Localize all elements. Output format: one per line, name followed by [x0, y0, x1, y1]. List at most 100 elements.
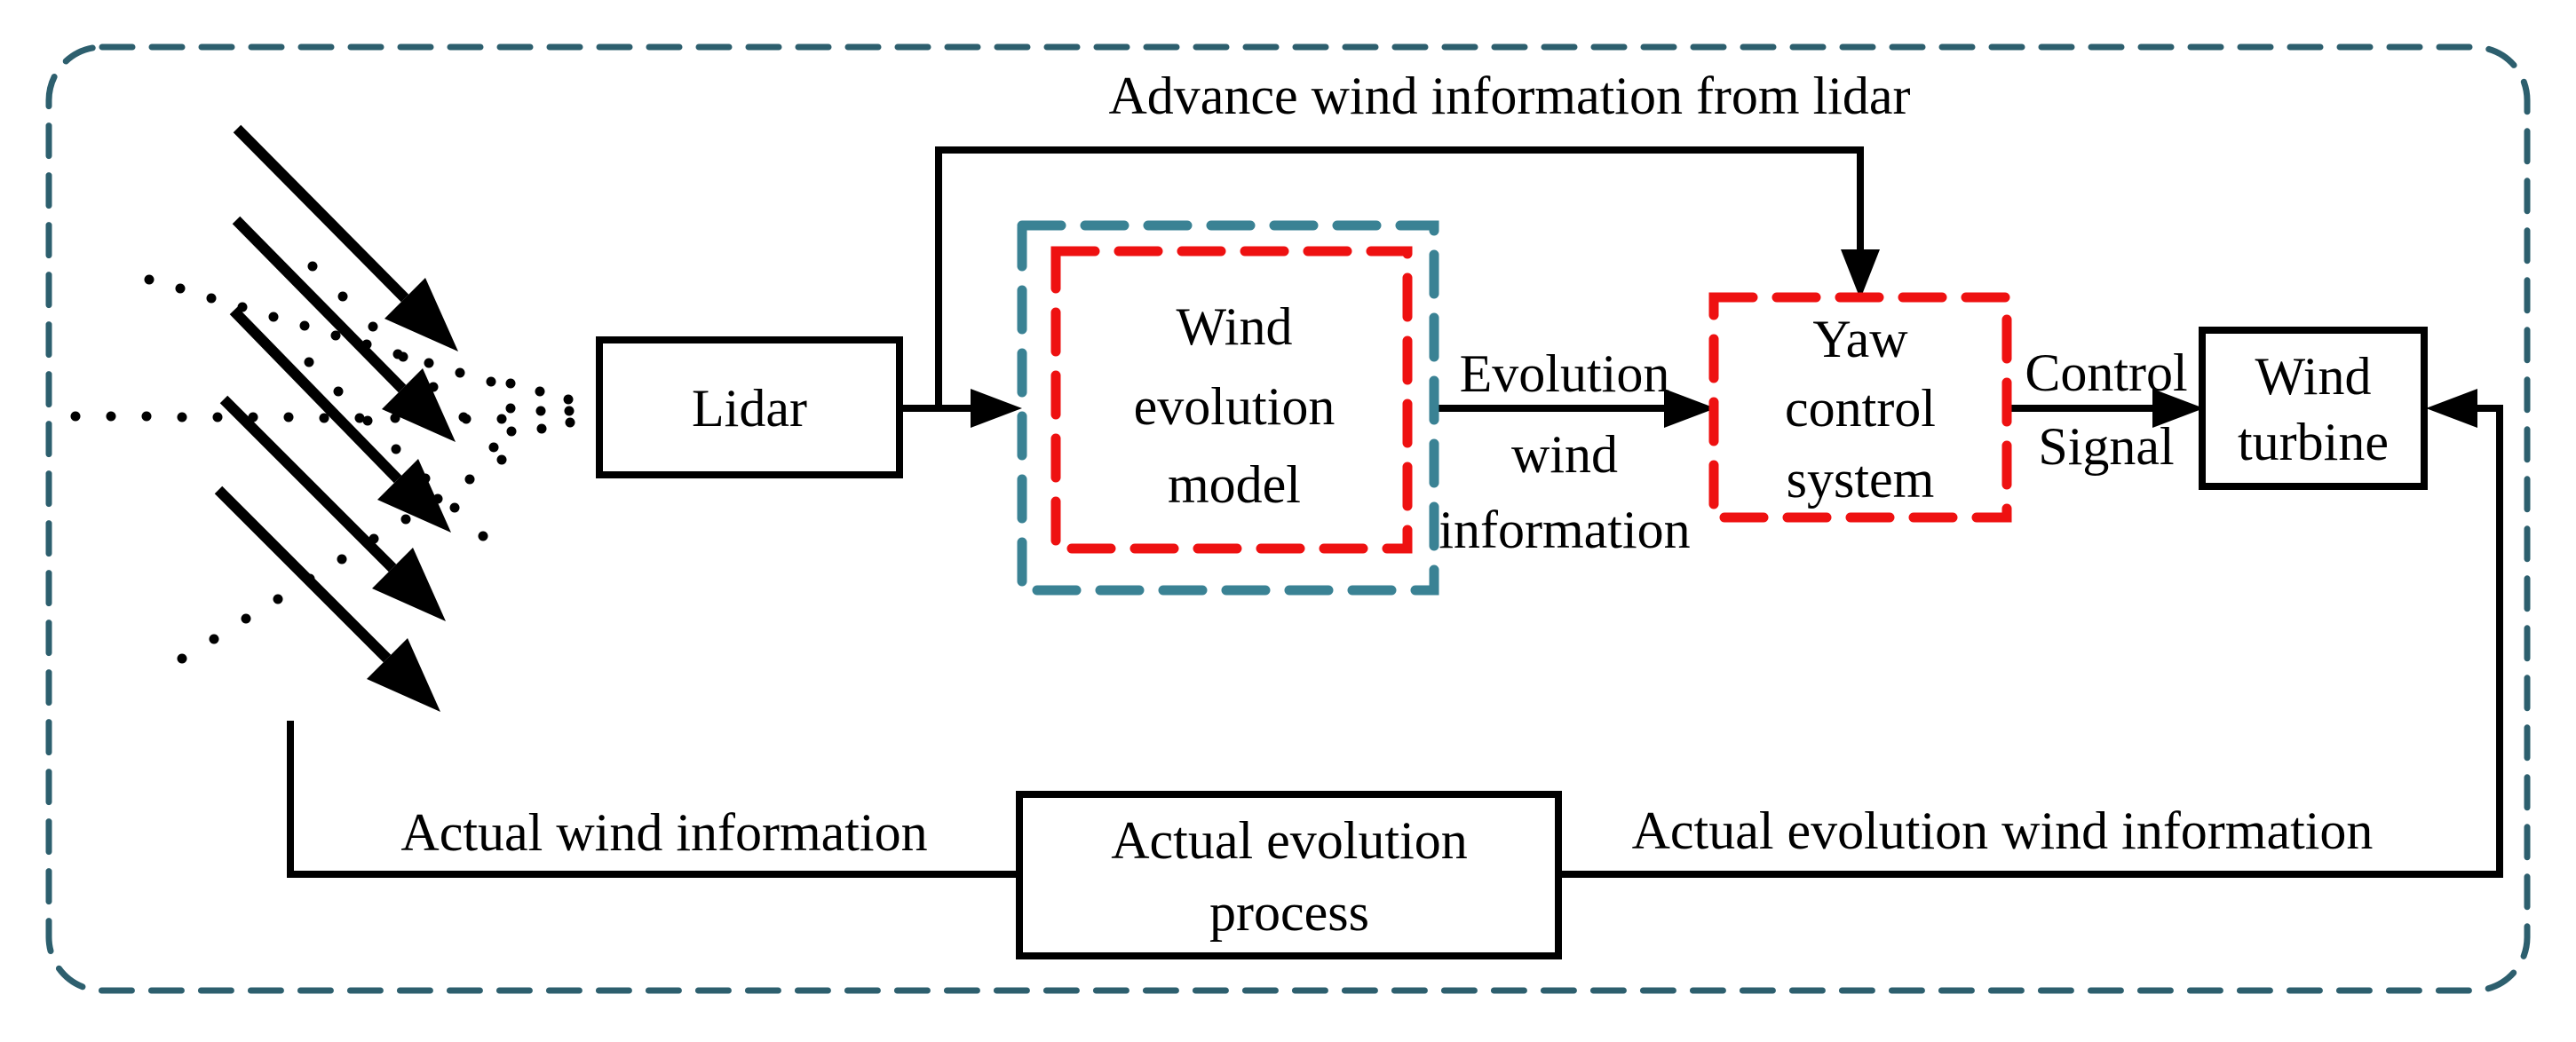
beam-dot	[563, 394, 574, 405]
wind-turbine-label-line1: Wind	[2255, 347, 2372, 406]
wind-evolution-model-label-line2: evolution	[1134, 377, 1336, 436]
beam-dot	[175, 283, 186, 294]
beam-dot	[536, 423, 547, 434]
beam-dot	[319, 413, 329, 423]
feedback-right-line	[1558, 405, 2503, 878]
beam-dot	[307, 261, 318, 272]
beam-dot	[478, 531, 488, 541]
wind-field-dots-upper	[307, 261, 499, 453]
beam-dot	[455, 367, 465, 378]
wind-arrow-shaft	[232, 216, 407, 393]
wind-arrow	[214, 485, 440, 712]
beam-dot	[368, 321, 378, 332]
wind-turbine-box	[2199, 327, 2428, 490]
beam-dot	[400, 514, 411, 525]
lidar-box-label: Lidar	[692, 379, 807, 438]
wind-field-dots-lower	[304, 357, 488, 541]
beam-dot	[304, 357, 314, 367]
feedback-right-arrowhead-icon	[2426, 389, 2477, 428]
beam-dot	[337, 291, 348, 302]
actual-evolution-wind-info-label: Actual evolution wind information	[1632, 801, 2374, 860]
beam-dot	[428, 382, 439, 392]
beam-dot	[535, 386, 545, 397]
beam-dot	[458, 412, 469, 422]
beam-dot	[206, 293, 217, 304]
beam-dot	[398, 351, 408, 362]
advance-info-arrowhead-icon	[1841, 249, 1880, 299]
control-signal-label-line1: Control	[2025, 343, 2187, 402]
evolution-wind-info-label-line2: wind	[1511, 425, 1618, 484]
feedback-left-line	[287, 721, 1019, 878]
beam-dot	[535, 406, 546, 416]
control-signal-label-line2: Signal	[2038, 417, 2174, 476]
model-to-yaw-arrowhead-icon	[1664, 389, 1716, 428]
beam-dot	[248, 412, 258, 422]
beam-dot	[361, 339, 372, 350]
yaw-control-system-label-line3: system	[1787, 450, 1935, 509]
yaw-to-turbine-arrowhead-icon	[2152, 389, 2204, 428]
wind-evolution-model-label-line3: model	[1168, 455, 1301, 514]
wind-evolution-model-label-line1: Wind	[1177, 297, 1293, 356]
beam-dot	[505, 403, 516, 414]
actual-evolution-process-label-line2: process	[1209, 883, 1369, 942]
beam-dot	[432, 493, 443, 504]
beam-dot	[212, 412, 223, 422]
beam-dot	[464, 474, 475, 485]
actual-wind-info-label: Actual wind information	[400, 803, 927, 862]
wind-arrow	[233, 124, 458, 351]
wind-arrow-shaft	[219, 395, 397, 572]
wind-arrow	[229, 306, 451, 533]
wind-evolution-model-outer-box	[1017, 220, 1439, 596]
lidar-beam-lower-dots	[177, 454, 507, 664]
wind-turbine-label-line2: turbine	[2238, 413, 2389, 471]
evolution-wind-info-label-line3: information	[1439, 501, 1690, 559]
beam-dot	[141, 411, 152, 422]
beam-dot	[362, 415, 373, 426]
beam-dot	[424, 358, 434, 368]
advance-info-line	[935, 146, 1864, 408]
beam-dot	[333, 386, 344, 397]
wind-arrowhead-icon	[377, 459, 451, 533]
actual-evolution-process-label-line1: Actual evolution	[1111, 811, 1468, 870]
beam-dot	[209, 634, 219, 644]
wind-arrow-shaft	[233, 124, 409, 303]
beam-dot	[237, 302, 248, 312]
beam-dot	[449, 502, 460, 513]
wind-evolution-model-box	[1050, 246, 1413, 554]
wind-arrow-shaft	[229, 306, 402, 484]
beam-dot	[273, 594, 283, 604]
beam-dot	[506, 426, 517, 437]
beam-dot	[391, 444, 401, 454]
beam-dot	[337, 554, 347, 564]
beam-dot	[177, 412, 187, 422]
wind-arrowhead-icon	[384, 278, 458, 351]
wind-arrowhead-icon	[367, 638, 440, 712]
yaw-control-system-box	[1708, 292, 2012, 523]
beam-dot	[305, 573, 315, 584]
beam-dot	[564, 406, 575, 416]
wind-arrow	[232, 216, 456, 442]
beam-dot	[565, 417, 575, 428]
connectors	[287, 146, 2503, 878]
beam-dot	[390, 413, 400, 423]
beam-dot	[268, 312, 279, 322]
beam-dot	[420, 473, 431, 484]
beam-dot	[486, 376, 496, 387]
yaw-control-system-label-line2: control	[1785, 379, 1936, 438]
beam-dot	[496, 414, 507, 424]
wind-arrow	[219, 395, 446, 621]
beam-dot	[369, 533, 379, 544]
beam-dot	[299, 320, 310, 331]
actual-evolution-process-box	[1016, 791, 1562, 959]
beam-dot	[425, 414, 436, 424]
beam-dot	[177, 653, 187, 664]
wind-arrowhead-icon	[372, 548, 446, 621]
wind-inflow-arrows	[214, 124, 458, 712]
beam-convergence-dots	[505, 378, 575, 437]
wind-arrow-shaft	[214, 485, 392, 663]
beam-dot	[505, 378, 516, 389]
yaw-control-system-label-line1: Yaw	[1812, 310, 1908, 368]
beam-dot	[106, 411, 116, 422]
